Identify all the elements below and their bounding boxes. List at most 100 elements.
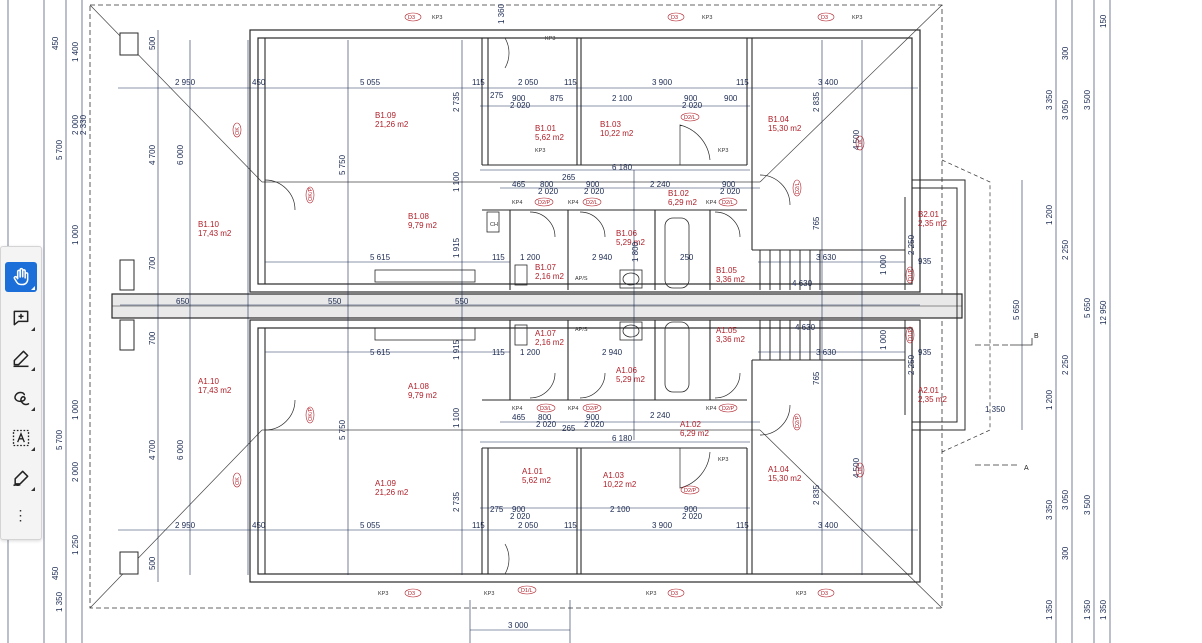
comment-plus-icon xyxy=(13,310,29,326)
dimension-label: 3 050 xyxy=(1061,99,1070,120)
dimension-label: 500 xyxy=(148,556,157,570)
dimension-label: 1 360 xyxy=(497,3,506,24)
text-tool-button[interactable] xyxy=(5,423,37,453)
dimension-label: 3 350 xyxy=(1045,499,1054,520)
tag: D2/P xyxy=(586,406,599,412)
dimension-label: 6 180 xyxy=(612,163,633,172)
dimension-label: 3 000 xyxy=(508,621,529,630)
tag: D2/L xyxy=(684,115,696,121)
dimension-label: 115 xyxy=(736,78,749,87)
dimension-label: 3 630 xyxy=(816,348,837,357)
dimension-label: 2 100 xyxy=(612,94,633,103)
room-area: 15,30 m2 xyxy=(768,474,802,483)
dimension-label: 1 350 xyxy=(1083,599,1092,620)
dimension-label: 3 350 xyxy=(1045,89,1054,110)
dimension-label: 4 700 xyxy=(148,144,157,165)
tag: D3 xyxy=(671,15,678,21)
dimension-label: 1 350 xyxy=(55,591,64,612)
dimension-label: 115 xyxy=(492,348,505,357)
section-label-a: A xyxy=(1024,465,1029,472)
annotation-toolbar: ⋮ xyxy=(0,246,42,540)
dimension-label: 5 650 xyxy=(1083,297,1092,318)
roof-hip-lines xyxy=(89,4,943,609)
room-area: 2,35 m2 xyxy=(918,219,947,228)
dimension-label: 2 020 xyxy=(536,420,557,429)
dimension-label: 3 500 xyxy=(1083,494,1092,515)
dimension-label: 300 xyxy=(1061,46,1070,60)
highlight-button[interactable] xyxy=(5,343,37,373)
vent-blocks xyxy=(119,32,139,575)
dimension-label: 2 940 xyxy=(602,348,623,357)
room-code: A1.09 xyxy=(375,479,396,488)
tag: OK/P xyxy=(308,408,314,421)
dimension-label: 1 100 xyxy=(452,407,461,428)
pen-icon xyxy=(13,350,29,368)
signature-icon xyxy=(13,470,29,487)
dimension-label: 4 700 xyxy=(148,439,157,460)
dimension-label: 12 950 xyxy=(1099,300,1108,325)
dimension-label: 935 xyxy=(918,257,932,266)
room-area: 3,36 m2 xyxy=(716,275,745,284)
dimension-label: 900 xyxy=(724,94,738,103)
hand-tool-button[interactable] xyxy=(5,262,37,292)
dimension-label: 2 020 xyxy=(584,420,605,429)
dimension-label: 3 900 xyxy=(652,521,673,530)
dimension-label: 2 950 xyxy=(175,78,196,87)
text-box-icon xyxy=(12,429,30,447)
room-code: A1.02 xyxy=(680,420,701,429)
room-area: 5,29 m2 xyxy=(616,238,645,247)
sign-button[interactable] xyxy=(5,463,37,493)
room-code: B1.08 xyxy=(408,212,429,221)
dimension-label: 3 050 xyxy=(1061,489,1070,510)
tag: D2/L xyxy=(722,200,734,206)
dimension-label: 3 900 xyxy=(652,78,673,87)
dimension-label: 1 915 xyxy=(452,339,461,360)
tag: KP4 xyxy=(568,406,578,412)
dimension-label: 6 180 xyxy=(612,434,633,443)
room-code: B1.10 xyxy=(198,220,219,229)
dimension-label: 900 xyxy=(684,94,698,103)
dimension-label: 2 735 xyxy=(452,491,461,512)
dimension-label: 765 xyxy=(812,216,821,230)
section-markers xyxy=(975,338,1033,466)
dimension-label: 2 250 xyxy=(907,354,916,375)
dimension-label: 700 xyxy=(148,256,157,270)
dimension-label: 1 000 xyxy=(71,399,80,420)
dimension-label: 765 xyxy=(812,371,821,385)
room-code: B1.04 xyxy=(768,115,789,124)
room-code: A1.01 xyxy=(522,467,543,476)
tag: D2/L xyxy=(795,182,801,194)
dimension-label: 4 630 xyxy=(795,323,816,332)
dimension-label: 5 055 xyxy=(360,521,381,530)
dimension-label: 5 615 xyxy=(370,348,391,357)
room-code: B1.06 xyxy=(616,229,637,238)
room-area: 5,62 m2 xyxy=(535,133,564,142)
tag: KP3 xyxy=(796,591,806,597)
dimension-label: 550 xyxy=(328,297,342,306)
room-code: A1.05 xyxy=(716,326,737,335)
dimension-label: 2 950 xyxy=(175,521,196,530)
dimension-label: 2 835 xyxy=(812,484,821,505)
tag: KP3 xyxy=(702,15,712,21)
draw-button[interactable] xyxy=(5,383,37,413)
dimension-label: 2 240 xyxy=(650,180,671,189)
dimension-label: 2 050 xyxy=(518,521,539,530)
dimension-label: 2 250 xyxy=(1061,354,1070,375)
dimension-label: 500 xyxy=(148,36,157,50)
room-code: A1.04 xyxy=(768,465,789,474)
room-code: B1.07 xyxy=(535,263,556,272)
more-tools-button[interactable]: ⋮ xyxy=(13,507,29,523)
room-area: 9,79 m2 xyxy=(408,221,437,230)
tag: D2/L xyxy=(586,200,598,206)
dimension-label: 2 835 xyxy=(812,91,821,112)
tag: KP3 xyxy=(852,15,862,21)
tag: KP4 xyxy=(706,406,716,412)
room-code: A1.08 xyxy=(408,382,429,391)
dimension-label: 2 000 xyxy=(71,461,80,482)
add-comment-button[interactable] xyxy=(5,303,37,333)
dimension-label: 3 630 xyxy=(816,253,837,262)
dimension-label: 1 000 xyxy=(71,224,80,245)
door-swings xyxy=(264,37,791,575)
tag: CH xyxy=(490,222,498,228)
